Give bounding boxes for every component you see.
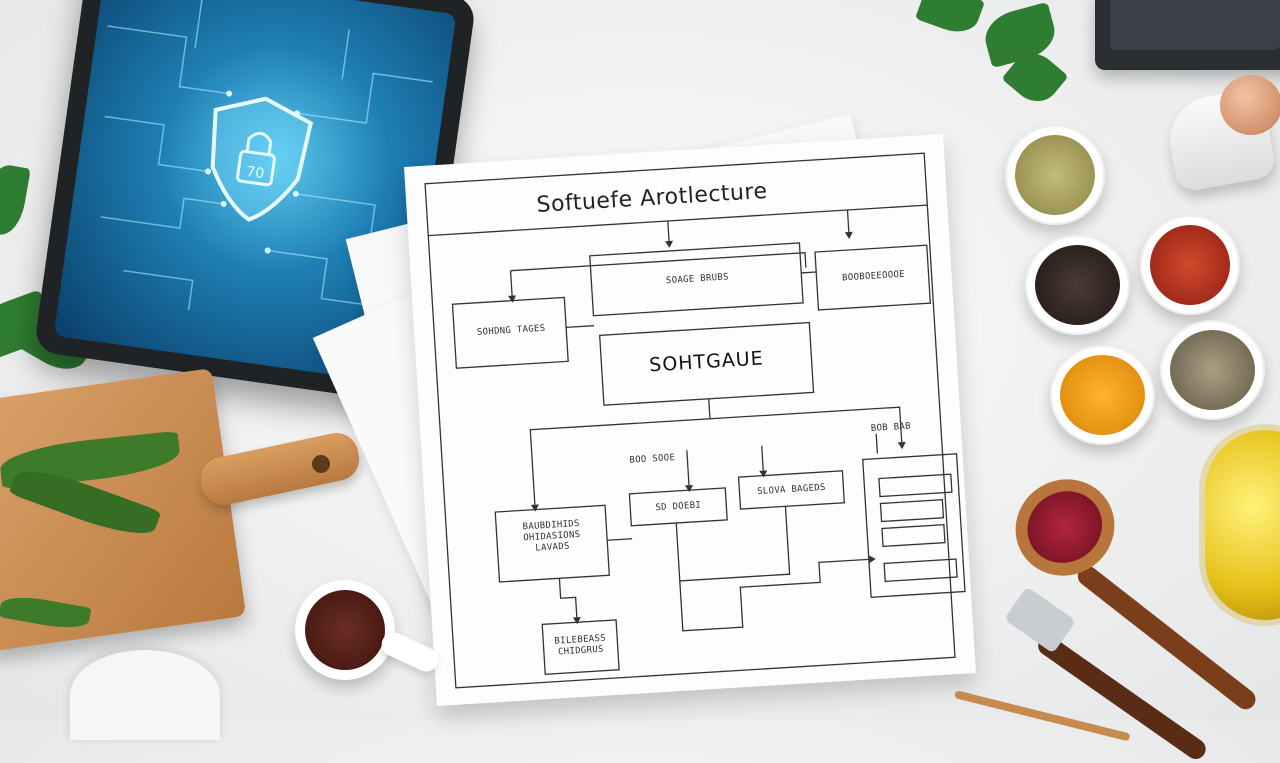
- cutting-board-hole: [312, 455, 330, 473]
- spice-bowl-turmeric: [1050, 345, 1155, 445]
- cutting-board-handle: [196, 428, 364, 510]
- herb-left-1: [0, 162, 31, 238]
- dark-device-screen: [1110, 0, 1280, 50]
- spice-bowl-seeds: [1160, 320, 1265, 420]
- spoon-with-peppercorns: [997, 461, 1133, 594]
- white-jar: [70, 650, 220, 740]
- spice-bowl-herbs: [1005, 125, 1105, 225]
- tablet: 70: [33, 0, 477, 406]
- shield-text: 70: [245, 164, 265, 182]
- box-bottom-left-label: BILEBEASS CHIDGRUS: [554, 633, 607, 658]
- circuit-pattern: 70: [100, 0, 433, 311]
- shield-icon: [210, 96, 314, 222]
- box-mid-left-label: BAUBDIHIDS OHIDASIONS LAVADS: [522, 518, 581, 554]
- oil-bowl: [1205, 430, 1280, 620]
- chopstick: [954, 690, 1131, 742]
- salt-shaker-cap: [1220, 75, 1280, 135]
- spice-bowl-pepper: [1025, 235, 1130, 335]
- architecture-diagram-paper: Softuefe Arotlecture SOHDNG TAGES SOAGE …: [404, 134, 976, 706]
- tablet-screen: 70: [53, 0, 457, 385]
- parsley-top: [914, 0, 986, 40]
- fork-head: [1003, 586, 1077, 654]
- spice-bowl-paprika: [1140, 215, 1240, 315]
- coffee-cup: [295, 580, 395, 680]
- diagram-lines: [424, 152, 966, 689]
